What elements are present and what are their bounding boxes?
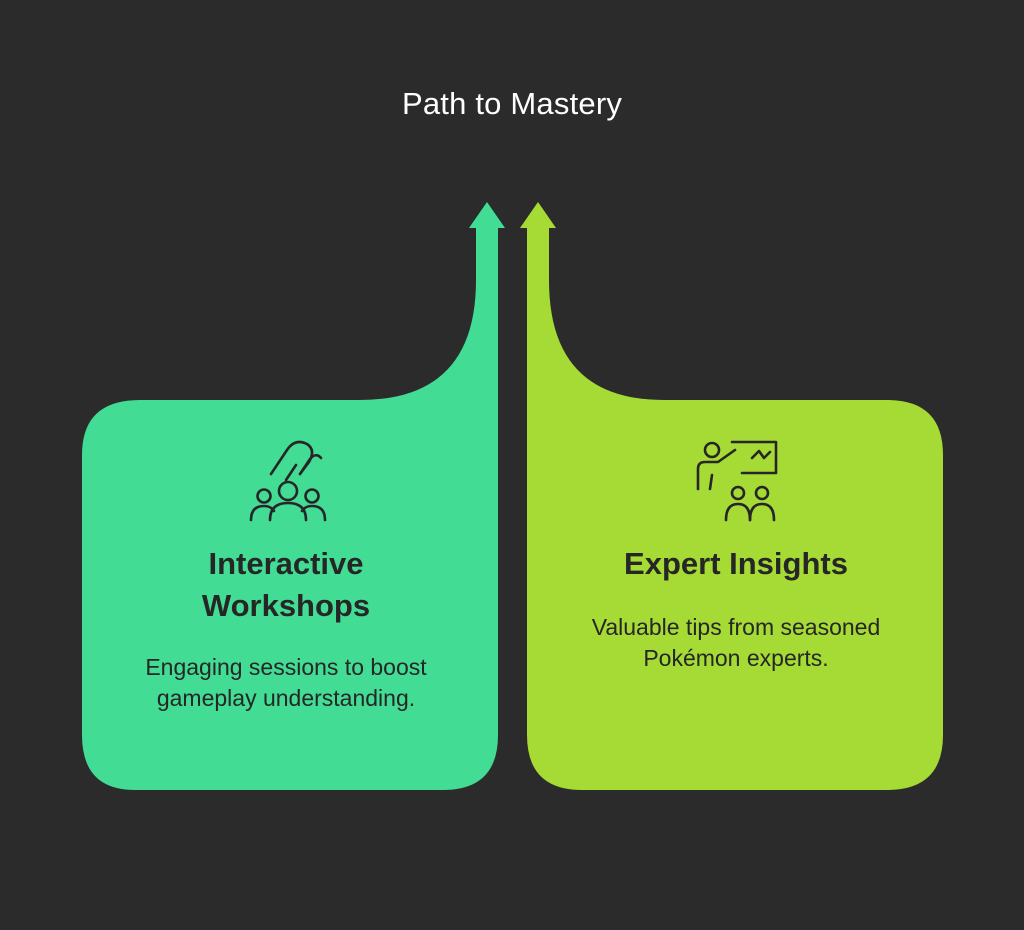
- workshops-title: Interactive Workshops: [201, 546, 371, 623]
- left-card-shape: [82, 202, 505, 790]
- workshops-description: Engaging sessions to boost gameplay unde…: [145, 654, 427, 711]
- diagram-title: Path to Mastery: [401, 86, 623, 121]
- presenter-audience-icon: [696, 440, 778, 522]
- insights-title: Expert Insights: [624, 546, 848, 581]
- insights-description: Valuable tips from seasoned Pokémon expe…: [591, 614, 881, 671]
- workshop-group-icon: [249, 440, 327, 522]
